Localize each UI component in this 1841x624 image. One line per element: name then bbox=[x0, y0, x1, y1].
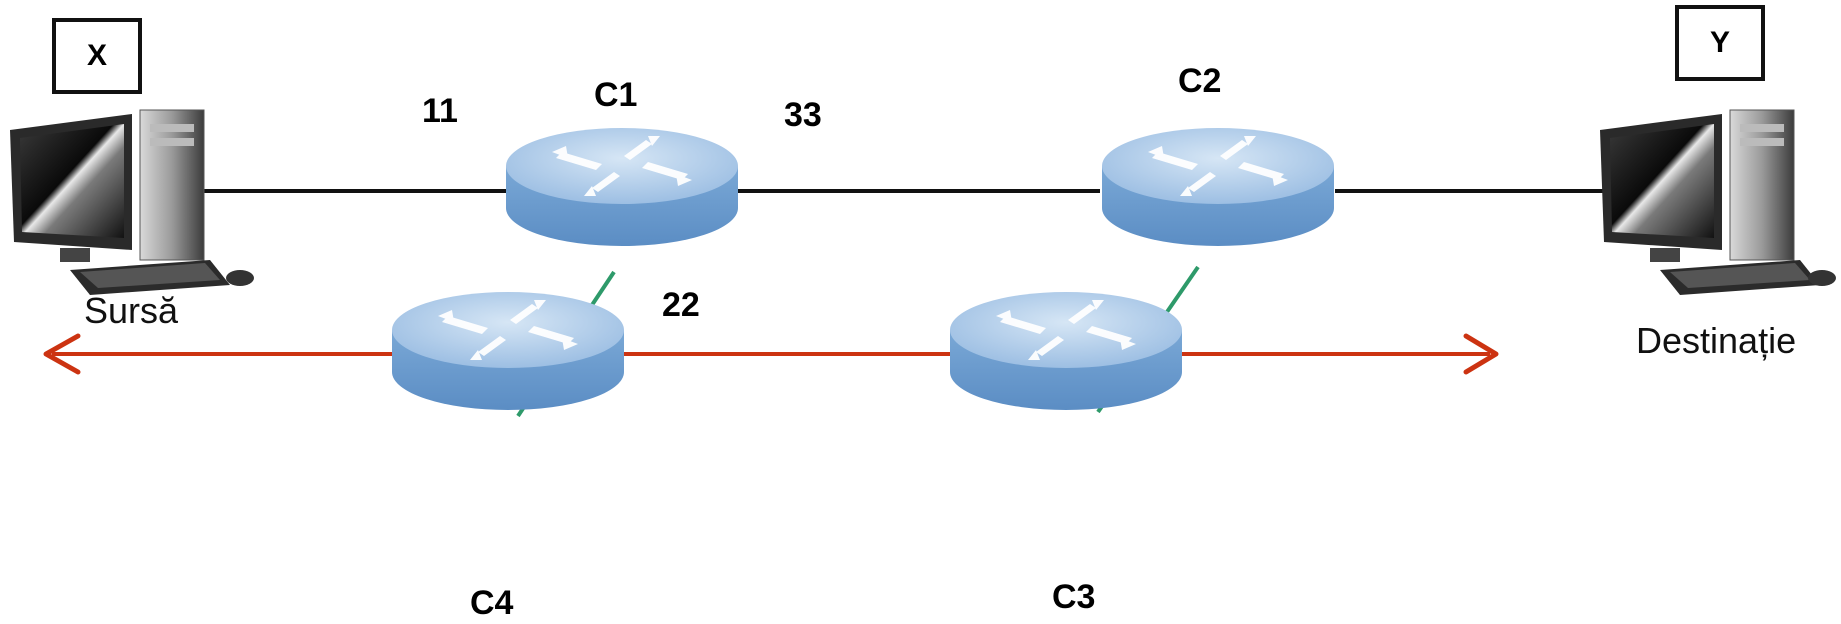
source-host-label: X bbox=[86, 39, 107, 72]
link-label-c1-c4: 22 bbox=[662, 286, 700, 324]
destination-host-box: Y bbox=[1675, 5, 1765, 81]
destination-caption: Destinație bbox=[1636, 320, 1797, 361]
router-c4-icon bbox=[392, 292, 624, 410]
source-host-box: X bbox=[52, 18, 142, 94]
destination-host-label: Y bbox=[1709, 26, 1730, 59]
link-label-x-c1: 11 bbox=[422, 92, 458, 130]
router-c3-label: C3 bbox=[1052, 578, 1096, 616]
arrowhead-right bbox=[1463, 333, 1499, 375]
source-computer-icon bbox=[10, 109, 254, 295]
arrowhead-left bbox=[43, 333, 81, 375]
destination-computer-icon bbox=[1600, 109, 1836, 295]
source-caption: Sursă bbox=[84, 290, 179, 331]
router-c4-label: C4 bbox=[470, 584, 514, 622]
router-c1-icon bbox=[506, 128, 738, 246]
router-c2-icon bbox=[1102, 128, 1334, 246]
link-label-c1-c2: 33 bbox=[784, 96, 822, 134]
router-c2-label: C2 bbox=[1178, 62, 1222, 100]
router-c1-label: C1 bbox=[594, 76, 638, 114]
router-c3-icon bbox=[950, 292, 1182, 410]
